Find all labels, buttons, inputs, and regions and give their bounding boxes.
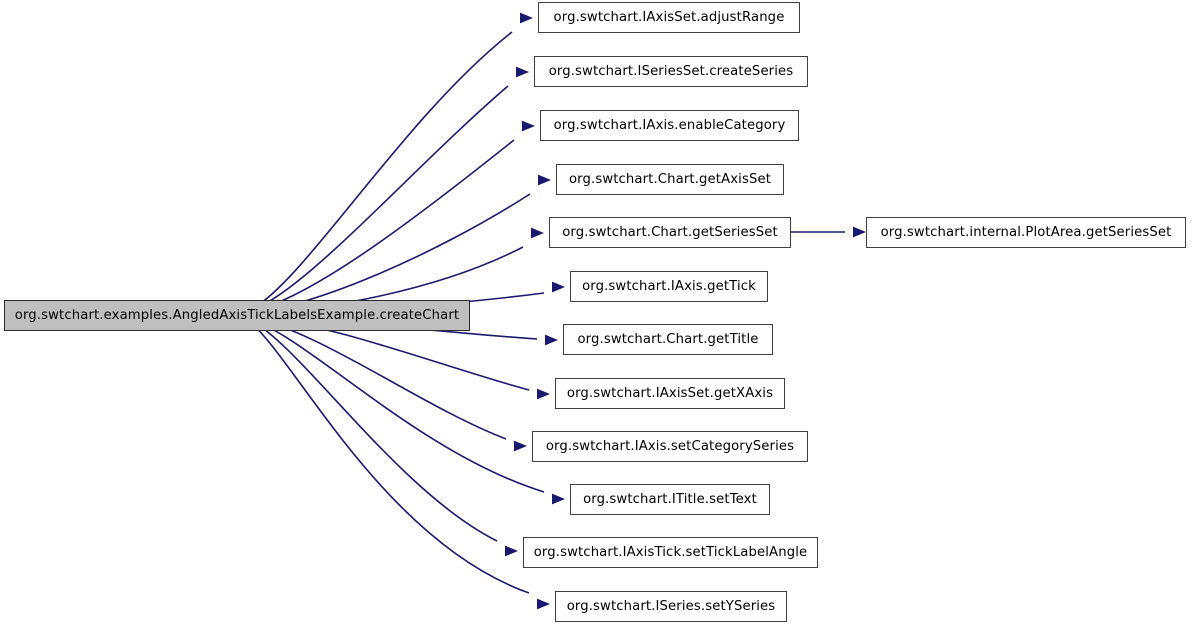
graph-node-label: org.swtchart.ITitle.setText (583, 491, 757, 507)
graph-node-label: org.swtchart.Chart.getTitle (577, 331, 759, 347)
graph-node-label: org.swtchart.IAxis.enableCategory (553, 117, 786, 133)
call-edge (245, 316, 527, 452)
graph-node-setText[interactable]: org.swtchart.ITitle.setText (570, 484, 770, 515)
graph-node-getTick[interactable]: org.swtchart.IAxis.getTick (570, 271, 768, 302)
graph-node-label: org.swtchart.IAxisSet.adjustRange (553, 9, 785, 25)
graph-node-setYSeries[interactable]: org.swtchart.ISeries.setYSeries (555, 591, 787, 622)
graph-node-getSeriesSet[interactable]: org.swtchart.Chart.getSeriesSet (549, 217, 791, 248)
call-edge (245, 318, 550, 610)
call-edge (245, 317, 565, 505)
graph-node-enableCategory[interactable]: org.swtchart.IAxis.enableCategory (540, 110, 799, 141)
graph-node-label: org.swtchart.ISeries.setYSeries (566, 598, 776, 614)
arrowhead-icon (516, 66, 529, 78)
graph-node-createChart[interactable]: org.swtchart.examples.AngledAxisTickLabe… (4, 300, 470, 331)
graph-node-adjustRange[interactable]: org.swtchart.IAxisSet.adjustRange (538, 2, 800, 33)
graph-node-label: org.swtchart.examples.AngledAxisTickLabe… (14, 307, 460, 323)
call-edge (245, 66, 529, 313)
arrowhead-icon (514, 440, 527, 452)
call-edge (245, 120, 535, 313)
arrowhead-icon (522, 120, 535, 132)
graph-node-label: org.swtchart.ISeriesSet.createSeries (548, 63, 794, 79)
graph-node-label: org.swtchart.IAxisSet.getXAxis (566, 385, 774, 401)
call-edge (791, 226, 866, 238)
graph-node-label: org.swtchart.IAxis.getTick (582, 278, 756, 294)
graph-node-createSeries[interactable]: org.swtchart.ISeriesSet.createSeries (534, 56, 808, 87)
arrowhead-icon (531, 227, 544, 239)
graph-node-getTitle[interactable]: org.swtchart.Chart.getTitle (563, 324, 773, 355)
graph-node-getAxisSet[interactable]: org.swtchart.Chart.getAxisSet (556, 164, 784, 195)
graph-node-getXAxis[interactable]: org.swtchart.IAxisSet.getXAxis (555, 378, 785, 409)
graph-node-label: org.swtchart.Chart.getSeriesSet (562, 224, 778, 240)
call-edge (245, 174, 551, 314)
graph-node-label: org.swtchart.Chart.getAxisSet (568, 171, 772, 187)
arrowhead-icon (552, 281, 565, 293)
arrowhead-icon (520, 12, 533, 24)
call-edge (245, 317, 518, 557)
arrowhead-icon (505, 545, 518, 557)
arrowhead-icon (545, 334, 558, 346)
arrowhead-icon (537, 598, 550, 610)
graph-node-plotAreaGetSeriesSet[interactable]: org.swtchart.internal.PlotArea.getSeries… (866, 217, 1186, 248)
arrowhead-icon (853, 226, 866, 238)
call-edge (245, 12, 533, 313)
graph-node-setTickLabelAngle[interactable]: org.swtchart.IAxisTick.setTickLabelAngle (523, 537, 818, 568)
arrowhead-icon (552, 493, 565, 505)
graph-node-setCategorySeries[interactable]: org.swtchart.IAxis.setCategorySeries (532, 431, 808, 462)
graph-node-label: org.swtchart.internal.PlotArea.getSeries… (880, 224, 1172, 240)
graph-node-label: org.swtchart.IAxisTick.setTickLabelAngle (533, 544, 808, 560)
arrowhead-icon (537, 388, 550, 400)
graph-node-label: org.swtchart.IAxis.setCategorySeries (545, 438, 795, 454)
arrowhead-icon (538, 174, 551, 186)
